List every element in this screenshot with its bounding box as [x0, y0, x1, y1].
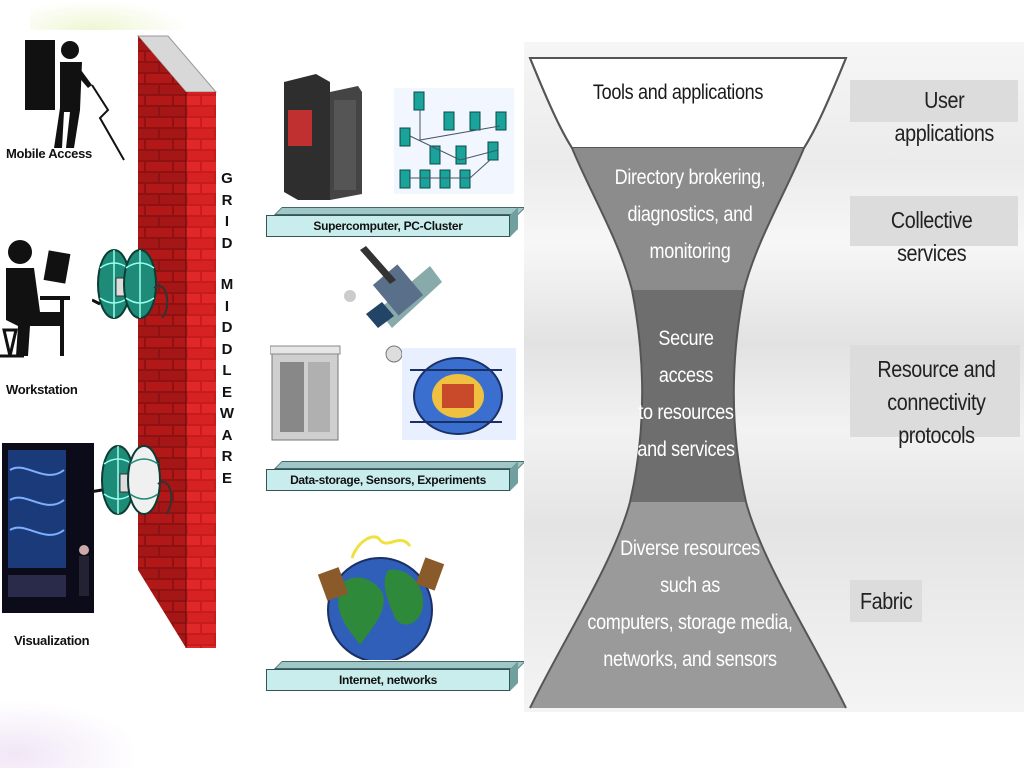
layer-band [850, 196, 1018, 246]
shelf-label: Supercomputer, PC-Cluster [266, 215, 510, 237]
shelf-label: Internet, networks [266, 669, 510, 691]
shelf-data-storage: Data-storage, Sensors, Experiments [266, 461, 526, 491]
shelf-label: Data-storage, Sensors, Experiments [266, 469, 510, 491]
wireless-signal-icon [91, 84, 125, 161]
grid-middleware-label: G R I D M I D D L E W A R E [219, 170, 235, 487]
resource-illustrations [270, 74, 516, 660]
segment-directory: Directory brokering, diagnostics, and mo… [614, 166, 766, 263]
segment-tools: Tools and applications [592, 81, 764, 104]
layer-resource-connectivity: Resource and connectivity protocols [877, 356, 996, 448]
layer-fabric: Fabric [860, 588, 913, 614]
globe-plug-icon [92, 445, 173, 515]
shelf-supercomputer: Supercomputer, PC-Cluster [266, 207, 526, 237]
layer-band [850, 345, 1020, 437]
workstation-user-icon [0, 240, 71, 358]
client-label-visualization: Visualization [14, 633, 90, 648]
corner-decoration-bottom [0, 700, 140, 768]
mobile-user-icon [25, 40, 92, 148]
supercomputer-icon [284, 74, 362, 200]
client-icons [0, 40, 125, 613]
segment-diverse-resources: Diverse resources such as computers, sto… [587, 537, 793, 671]
satellite-icon [344, 246, 442, 363]
experiment-detector-icon [402, 348, 516, 440]
pc-cluster-icon [394, 88, 514, 194]
hourglass-shape [528, 57, 848, 709]
data-storage-icon [270, 345, 341, 441]
layer-collective-services: Collective services [890, 207, 973, 266]
segment-secure-access: Secure access to resources and services [637, 327, 735, 461]
layer-band [850, 80, 1018, 122]
layer-user-applications: User applications [894, 87, 995, 146]
visualization-wall-icon [2, 443, 94, 613]
connector-plugs [92, 249, 173, 515]
globe-plug-icon [92, 249, 169, 319]
client-label-mobile: Mobile Access [6, 146, 92, 161]
client-label-workstation: Workstation [6, 382, 78, 397]
internet-globe-icon [317, 535, 445, 660]
shelf-internet: Internet, networks [266, 661, 526, 691]
layer-band [850, 580, 922, 622]
corner-decoration-top [30, 0, 190, 30]
